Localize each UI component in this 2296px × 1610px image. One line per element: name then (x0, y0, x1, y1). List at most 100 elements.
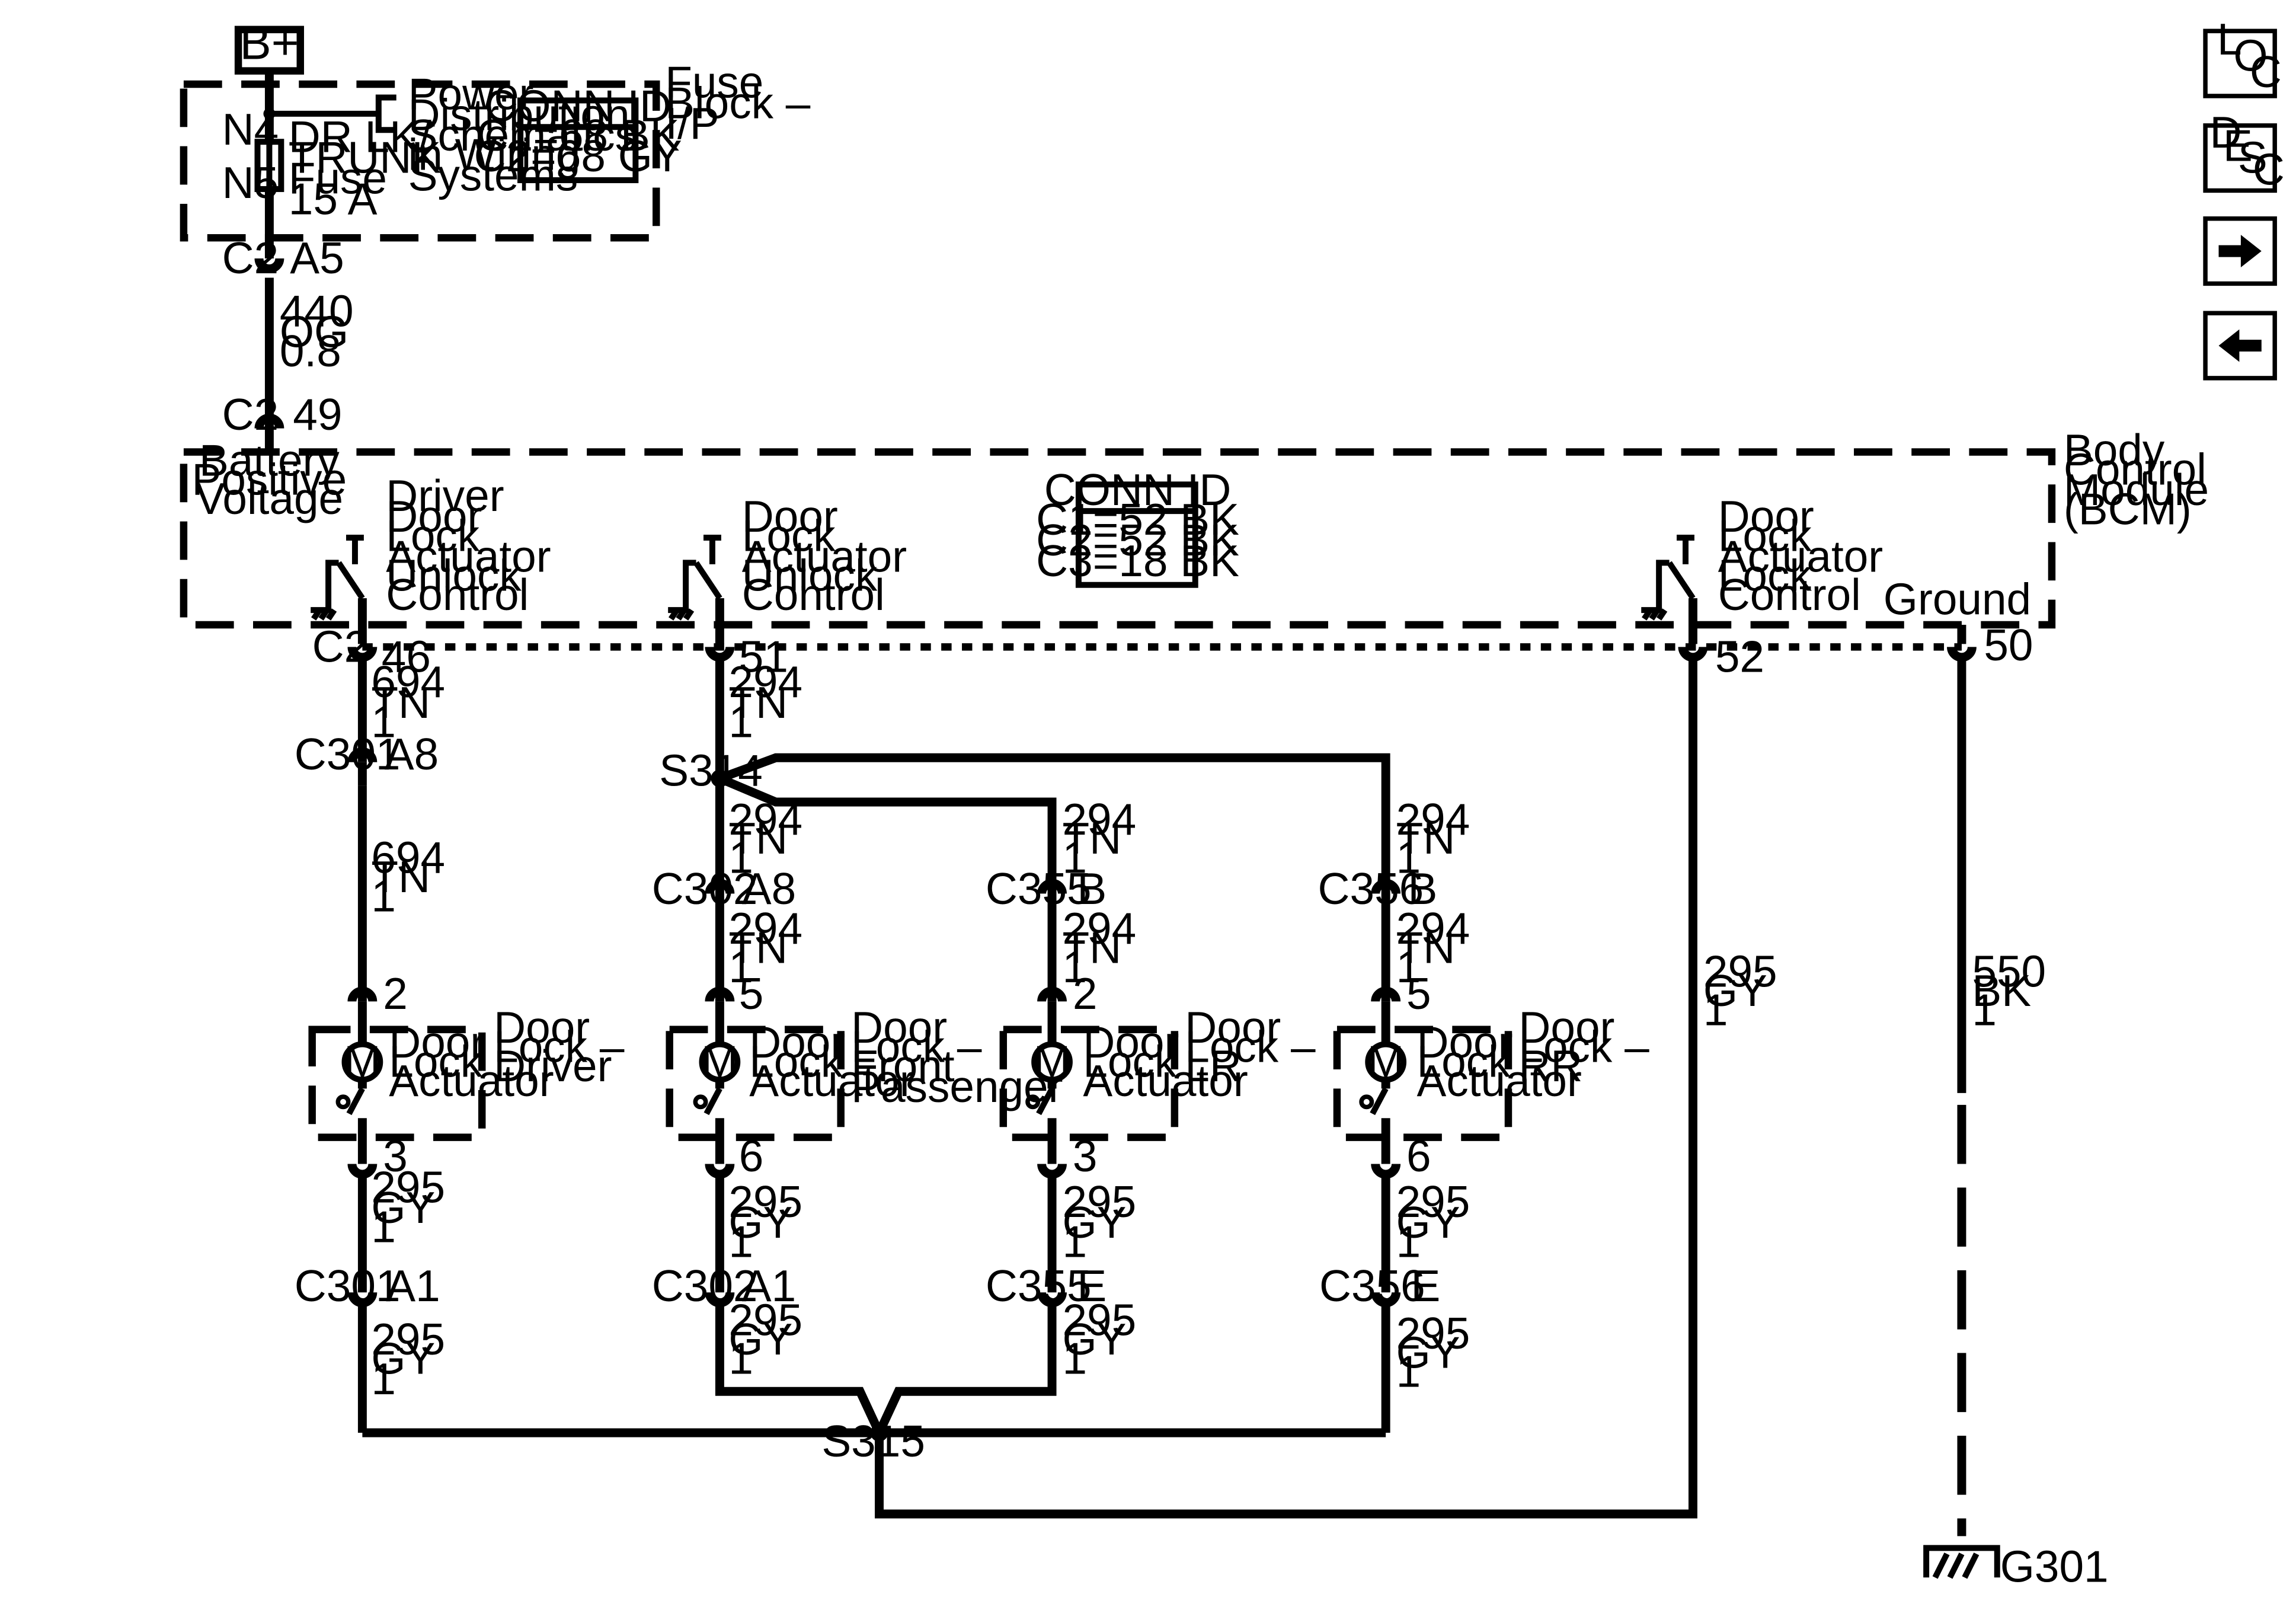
svg-text:TN: TN (1062, 923, 1121, 973)
svg-text:I/P: I/P (665, 98, 719, 148)
svg-text:Door: Door (1518, 1002, 1614, 1052)
svg-text:1: 1 (1062, 1333, 1087, 1383)
actuator-rr: M Door Lock Actuator Door Lock – RR (1333, 1002, 1649, 1164)
body-control-module: Body Control Module (BCM) Battery Positi… (180, 425, 2209, 682)
svg-text:M: M (701, 1036, 738, 1086)
svg-text:E: E (1411, 1261, 1441, 1311)
svg-text:Body: Body (2064, 425, 2165, 475)
loc-button[interactable]: L O C (2203, 14, 2282, 98)
svg-text:S: S (2238, 133, 2268, 183)
svg-text:GY: GY (728, 1197, 792, 1247)
svg-text:5: 5 (1406, 969, 1431, 1018)
svg-text:295: 295 (1703, 946, 1777, 996)
svg-text:A1: A1 (742, 1261, 796, 1311)
bcm-pin-52: 52 (1715, 632, 1764, 682)
splice-s315-group: S315 295 GY 1 (362, 659, 1777, 1519)
arrow-left-icon (2218, 329, 2262, 362)
battery-positive-voltage-label: Battery Positive Voltage (192, 435, 347, 523)
svg-text:C: C (2253, 144, 2285, 194)
bcm-conn-id: CONN ID C1=52 BK C2=52 BK C3=18 BK (1036, 465, 1239, 588)
arrow-right-icon (2218, 235, 2262, 268)
svg-text:Module: Module (2064, 465, 2209, 515)
svg-text:C1=68 BK: C1=68 BK (477, 110, 680, 160)
svg-text:2: 2 (383, 969, 408, 1018)
svg-text:Door: Door (1718, 491, 1814, 541)
svg-text:694: 694 (371, 833, 445, 883)
fuse-out-conn: C2 (222, 233, 279, 283)
fuse-block-conn-id: CONN ID C1=68 BK C2=68 GY (474, 81, 682, 183)
svg-text:5: 5 (739, 969, 764, 1018)
svg-text:Lock: Lock (389, 1036, 483, 1086)
svg-text:294: 294 (728, 794, 802, 844)
svg-text:C2=52 BK: C2=52 BK (1036, 515, 1239, 565)
svg-text:1: 1 (371, 1354, 396, 1404)
svg-text:295: 295 (728, 1295, 802, 1345)
svg-text:Driver: Driver (494, 1041, 612, 1091)
svg-text:C3=18 BK: C3=18 BK (1036, 536, 1239, 586)
svg-text:E: E (2223, 121, 2253, 171)
svg-text:Power: Power (408, 69, 534, 119)
svg-text:3: 3 (383, 1131, 408, 1181)
svg-text:A8: A8 (385, 729, 439, 779)
svg-text:294: 294 (1062, 794, 1136, 844)
next-button[interactable] (2203, 216, 2277, 286)
fuse-block-outline (180, 80, 660, 242)
svg-text:Door: Door (386, 491, 482, 541)
lr-return: 3 295 GY 1 C355 E 295 GY 1 (875, 1131, 1136, 1435)
svg-text:Door: Door (1185, 1002, 1281, 1052)
svg-text:TN: TN (728, 678, 788, 727)
svg-text:GY: GY (371, 1333, 435, 1383)
svg-text:1: 1 (371, 1202, 396, 1252)
svg-text:Lock: Lock (742, 510, 836, 560)
svg-text:Control: Control (386, 570, 529, 619)
svg-text:550: 550 (1972, 946, 2046, 996)
svg-text:1: 1 (1396, 833, 1421, 883)
svg-text:Door: Door (1416, 1017, 1512, 1067)
svg-text:294: 294 (728, 903, 802, 953)
bcm-feed-conn: C2 (222, 389, 279, 439)
svg-text:L: L (2217, 14, 2242, 64)
prev-button[interactable] (2203, 311, 2277, 381)
actuator-driver: M Door Lock Actuator Door Lock – Driver (308, 1002, 625, 1164)
svg-text:GY: GY (371, 1183, 435, 1232)
fuse-pin-top: N4 (222, 104, 279, 154)
svg-text:E: E (1077, 1261, 1107, 1311)
svg-text:O: O (2233, 31, 2268, 81)
bcm-pin-46: 46 (382, 632, 431, 682)
svg-text:TRUNK: TRUNK (289, 133, 442, 183)
svg-text:1: 1 (1062, 1216, 1087, 1266)
svg-text:Actuator: Actuator (1416, 1056, 1581, 1106)
svg-text:GY: GY (1396, 1327, 1460, 1377)
svg-text:Actuator: Actuator (389, 1056, 554, 1106)
svg-text:Block –: Block – (665, 78, 811, 127)
svg-text:Actuator: Actuator (386, 531, 551, 581)
svg-text:S315: S315 (821, 1416, 925, 1466)
svg-text:C356: C356 (1319, 1261, 1425, 1311)
svg-text:Systems: Systems (408, 150, 578, 200)
fuse-block: B+ N4 N5 DR LK/ TRUNK Fuse 15 A Power Di… (180, 17, 811, 259)
svg-text:Control: Control (742, 570, 885, 619)
svg-text:TN: TN (1062, 813, 1121, 863)
svg-text:in Wiring: in Wiring (408, 130, 581, 180)
svg-text:Positive: Positive (192, 455, 347, 504)
svg-text:C301: C301 (295, 729, 401, 779)
svg-text:Door: Door (749, 1017, 845, 1067)
svg-text:DR LK/: DR LK/ (289, 112, 431, 162)
rr-return: 6 295 GY 1 C356 E 295 GY 1 (1319, 1131, 1470, 1433)
svg-text:0.8: 0.8 (280, 326, 341, 376)
svg-text:295: 295 (728, 1177, 802, 1226)
door-unlock-output: Door Lock Actuator Unlock Control (668, 491, 907, 644)
svg-text:1: 1 (1396, 1216, 1421, 1266)
svg-text:1: 1 (728, 1333, 753, 1383)
svg-text:BK: BK (1972, 966, 2031, 1015)
svg-text:GY: GY (1703, 966, 1767, 1015)
fuse-out-pin: A5 (290, 233, 344, 283)
desc-button[interactable]: D E S C (2203, 107, 2285, 194)
svg-text:Voltage: Voltage (196, 474, 343, 523)
svg-text:Lock –: Lock – (1518, 1022, 1649, 1072)
passenger-feed: 294 TN 1 S314 (659, 657, 1390, 894)
lr-branch: 294 TN 1 C355 B 294 TN 1 2 (986, 794, 1136, 1044)
svg-text:Lock: Lock (1416, 1036, 1511, 1086)
svg-text:Door: Door (1083, 1017, 1179, 1067)
power-source-label: B+ (240, 17, 299, 69)
